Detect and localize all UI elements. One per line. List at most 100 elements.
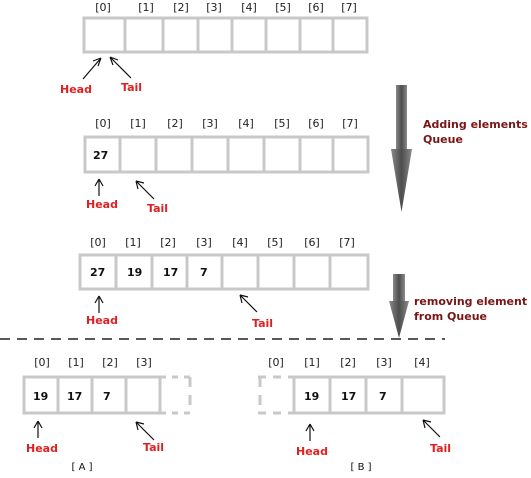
queue-one-pointer-arrows xyxy=(94,178,155,200)
queue-one-element: [0] [1] [2] [3] [4] [5] [6] [7] 27 Head … xyxy=(83,117,370,215)
index-label: [3] xyxy=(136,356,152,369)
index-label: [4] xyxy=(414,356,430,369)
tail-arrow-icon xyxy=(239,294,258,313)
removing-caption-line1: removing element xyxy=(414,295,527,308)
queue-value: 27 xyxy=(93,149,108,162)
queue-a-label: [ A ] xyxy=(71,462,92,473)
index-label: [1] xyxy=(304,356,320,369)
queue-value: 7 xyxy=(379,390,387,403)
queue-cell xyxy=(328,253,370,291)
head-label: Head xyxy=(26,442,58,455)
adding-caption-line2: Queue xyxy=(423,133,463,146)
index-label: [5] xyxy=(267,236,283,249)
queue-b-indices: [0] [1] [2] [3] [4] xyxy=(268,356,430,369)
queue-b-removed-slot xyxy=(258,375,294,415)
head-arrow-icon xyxy=(33,420,43,438)
queue-cell xyxy=(230,16,268,54)
index-label: [0] xyxy=(95,117,111,130)
index-label: [3] xyxy=(202,117,218,130)
index-label: [2] xyxy=(173,1,189,14)
queue-cell xyxy=(82,16,127,54)
index-label: [7] xyxy=(341,1,357,14)
index-label: [1] xyxy=(138,1,154,14)
head-arrow-icon xyxy=(305,423,315,441)
queue-b-label: [ B ] xyxy=(350,462,371,473)
queue-empty-cells xyxy=(82,16,369,54)
queue-a-continuation xyxy=(160,375,192,415)
queue-value: 17 xyxy=(163,266,178,279)
index-label: [4] xyxy=(241,1,257,14)
index-label: [5] xyxy=(274,117,290,130)
queue-a-indices: [0] [1] [2] [3] xyxy=(34,356,152,369)
queue-cell xyxy=(292,253,332,291)
queue-a-pointer-arrows xyxy=(33,420,155,441)
index-label: [2] xyxy=(340,356,356,369)
head-label: Head xyxy=(296,445,328,458)
queue-cell xyxy=(331,135,370,174)
queue-empty: [0] [1] [2] [3] [4] [5] [6] [7] Head Tai… xyxy=(60,1,369,96)
index-label: [2] xyxy=(160,236,176,249)
index-label: [5] xyxy=(275,1,291,14)
queue-value: 19 xyxy=(33,390,48,403)
index-label: [6] xyxy=(308,117,324,130)
queue-value: 17 xyxy=(341,390,356,403)
index-label: [7] xyxy=(339,236,355,249)
tail-label: Tail xyxy=(143,441,164,454)
index-label: [7] xyxy=(342,117,358,130)
index-label: [6] xyxy=(304,236,320,249)
queue-cell xyxy=(331,16,369,54)
tail-arrow-icon xyxy=(135,180,155,200)
index-label: [1] xyxy=(125,236,141,249)
queue-value: 19 xyxy=(127,266,142,279)
queue-four-cells xyxy=(78,253,370,291)
queue-value: 17 xyxy=(67,390,82,403)
index-label: [1] xyxy=(68,356,84,369)
queue-cell xyxy=(90,375,128,415)
tail-arrow-icon xyxy=(422,419,441,438)
queue-cell xyxy=(161,16,200,54)
queue-four-pointer-arrows xyxy=(94,294,258,313)
index-label: [6] xyxy=(308,1,324,14)
queue-b-pointer-arrows xyxy=(305,419,441,441)
tail-label: Tail xyxy=(252,317,273,330)
tail-arrow-icon xyxy=(109,56,132,79)
queue-cell xyxy=(118,135,158,174)
queue-one-indices: [0] [1] [2] [3] [4] [5] [6] [7] xyxy=(95,117,358,130)
queue-cell xyxy=(83,135,122,174)
queue-cell xyxy=(154,135,194,174)
adding-down-arrow-icon xyxy=(391,85,412,212)
queue-cell xyxy=(124,375,162,415)
index-label: [3] xyxy=(376,356,392,369)
tail-arrow-icon xyxy=(135,421,155,441)
head-arrow-icon xyxy=(94,295,104,313)
queue-four-elements: [0] [1] [2] [3] [4] [5] [6] [7] 27 19 17… xyxy=(78,236,370,330)
tail-label: Tail xyxy=(121,81,142,94)
queue-cell xyxy=(400,375,446,415)
queue-cell xyxy=(123,16,165,54)
removing-down-arrow-icon xyxy=(389,274,409,338)
queue-cell xyxy=(364,375,404,415)
queue-four-indices: [0] [1] [2] [3] [4] [5] [6] [7] xyxy=(90,236,355,249)
queue-cell xyxy=(298,16,335,54)
index-label: [4] xyxy=(238,117,254,130)
queue-cell xyxy=(220,253,260,291)
queue-cell xyxy=(226,135,266,174)
index-label: [2] xyxy=(102,356,118,369)
queue-b-cells xyxy=(292,375,446,415)
queue-value: 7 xyxy=(103,390,111,403)
queue-cell xyxy=(196,16,234,54)
queue-a-cells xyxy=(22,375,162,415)
index-label: [2] xyxy=(167,117,183,130)
queue-cell xyxy=(262,135,302,174)
queue-one-cells xyxy=(83,135,370,174)
index-label: [0] xyxy=(34,356,50,369)
queue-value: 19 xyxy=(304,390,319,403)
index-label: [1] xyxy=(130,117,146,130)
head-arrow-icon xyxy=(94,178,104,196)
queue-value: 7 xyxy=(200,266,208,279)
queue-a: [0] [1] [2] [3] 19 17 7 Head Tail [ A ] xyxy=(22,356,192,473)
queue-cell xyxy=(298,135,335,174)
head-label: Head xyxy=(60,83,92,96)
